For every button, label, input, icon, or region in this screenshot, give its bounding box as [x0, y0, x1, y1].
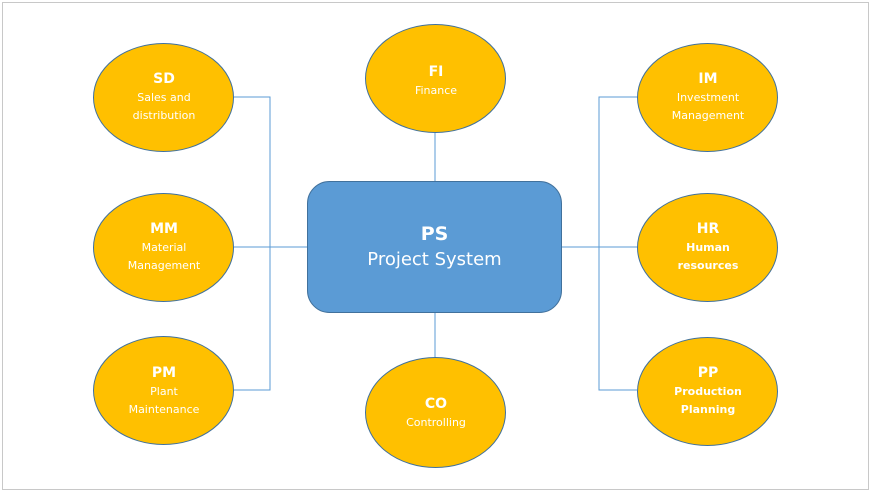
center-node-ps[interactable] — [307, 181, 562, 313]
node-co[interactable] — [365, 357, 506, 468]
node-pp[interactable] — [637, 337, 778, 446]
node-pm[interactable] — [93, 336, 234, 445]
node-mm[interactable] — [93, 193, 234, 302]
node-hr[interactable] — [637, 193, 778, 302]
connectors — [234, 96, 637, 391]
node-sd[interactable] — [93, 43, 234, 152]
node-fi[interactable] — [365, 24, 506, 133]
connector-right-bus — [598, 96, 637, 391]
connector-left-bus — [234, 96, 271, 391]
node-im[interactable] — [637, 43, 778, 152]
